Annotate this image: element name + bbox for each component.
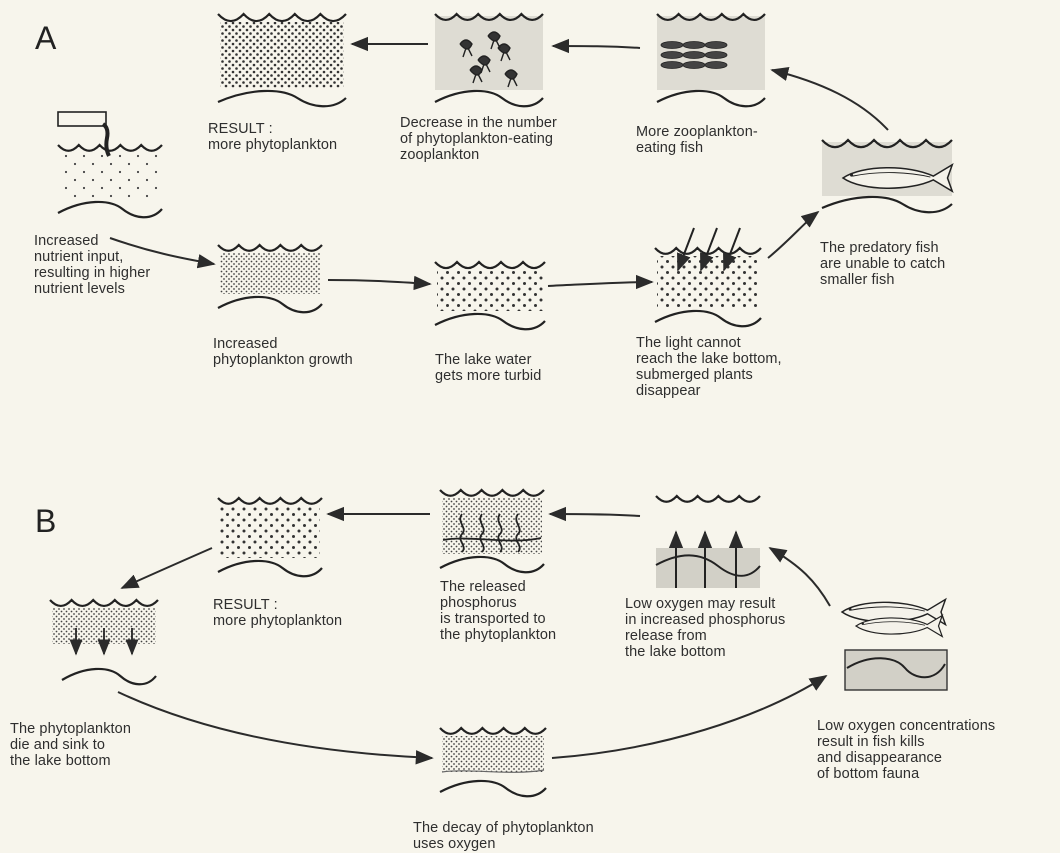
small-fish-4: [683, 52, 705, 59]
a-growth-cell-bottom: [218, 297, 322, 312]
a-small-fish-cell: [657, 14, 765, 106]
a-turbid-cell-bottom: [435, 314, 545, 329]
label-decay-uses-oxygen: The decay of phytoplankton uses oxygen: [413, 820, 594, 852]
b-result-cell-bottom: [218, 561, 322, 576]
a-small-fish-cell-bottom: [657, 91, 765, 106]
label-fish-kills: Low oxygen concentrations result in fish…: [817, 718, 995, 782]
label-predatory-fish: The predatory fish are unable to catch s…: [820, 240, 945, 288]
b-result-cell-surface: [218, 498, 322, 504]
a-light-cell-bottom: [655, 311, 761, 326]
arrow-a-light-to-predator: [768, 212, 818, 258]
b-bottom-fauna-cell: [845, 650, 947, 690]
dead-bottom-box: [845, 650, 947, 690]
a-result-cell: [218, 14, 346, 106]
arrow-b-result-to-sink: [122, 548, 212, 588]
small-fish-0: [661, 42, 683, 49]
arrow-b-decay-to-fishkill: [552, 676, 826, 758]
a-result-cell-surface: [218, 14, 346, 21]
a-turbid-cell: [435, 262, 545, 329]
small-fish-8: [705, 62, 727, 69]
panel-b-letter: B: [35, 503, 56, 540]
a-zooplankton-cell: [435, 14, 543, 106]
a-nutrient-cell: [58, 112, 162, 217]
label-phosphorus-release: Low oxygen may result in increased phosp…: [625, 596, 785, 660]
label-phytoplankton-growth: Increased phytoplankton growth: [213, 336, 353, 368]
arrow-a-growth-to-turbid: [328, 280, 430, 284]
label-result-b: RESULT : more phytoplankton: [213, 597, 342, 629]
label-turbid-water: The lake water gets more turbid: [435, 352, 541, 384]
b-released-cell-surface: [440, 490, 544, 496]
a-nutrient-cell-bottom: [58, 202, 162, 217]
small-fish-5: [705, 52, 727, 59]
a-light-cell-water: [657, 256, 759, 308]
label-decrease-zooplankton: Decrease in the number of phytoplankton-…: [400, 115, 557, 163]
small-fish-3: [661, 52, 683, 59]
arrow-b-sink-to-decay: [118, 692, 432, 758]
arrow-b-release-to-released: [550, 514, 640, 516]
b-sink-cell-bottom: [62, 669, 156, 684]
a-result-cell-water: [220, 22, 344, 88]
b-release-cell: [656, 496, 760, 588]
a-growth-cell-surface: [218, 245, 322, 251]
b-sink-cell: [50, 600, 158, 684]
small-fish-7: [683, 62, 705, 69]
label-nutrient-input: Increased nutrient input, resulting in h…: [34, 233, 150, 297]
a-turbid-cell-surface: [435, 262, 545, 268]
a-light-cell: [655, 228, 761, 326]
small-fish-6: [661, 62, 683, 69]
a-growth-cell: [218, 245, 322, 312]
panel-a-letter: A: [35, 20, 56, 57]
a-result-cell-bottom: [218, 91, 346, 106]
b-decay-cell-surface: [440, 728, 546, 734]
a-predator-cell-bottom: [822, 197, 952, 212]
b-decay-cell: [440, 728, 546, 796]
small-fish-2: [705, 42, 727, 49]
b-released-cell-water: [442, 498, 542, 554]
a-turbid-cell-water: [437, 270, 543, 311]
label-result-a: RESULT : more phytoplankton: [208, 121, 337, 153]
label-released-phosphorus: The released phosphorus is transported t…: [440, 579, 556, 643]
a-nutrient-cell-water: [60, 153, 160, 199]
arrow-a-predator-to-fish: [772, 70, 888, 130]
outflow-stream: [103, 124, 109, 156]
sediment-layer: [656, 548, 760, 588]
a-nutrient-cell-surface: [58, 145, 162, 151]
a-zooplankton-cell-bottom: [435, 91, 543, 106]
a-growth-cell-water: [220, 253, 320, 294]
b-release-cell-surface: [656, 496, 760, 502]
b-sink-cell-surface: [50, 600, 158, 606]
label-more-zooplankton-eating-fish: More zooplankton- eating fish: [636, 124, 758, 156]
b-released-cell: [440, 490, 544, 572]
b-released-cell-bottom: [440, 557, 544, 572]
label-die-and-sink: The phytoplankton die and sink to the la…: [10, 721, 131, 769]
b-result-cell-water: [220, 506, 320, 558]
arrow-a-turbid-to-light: [548, 282, 652, 286]
b-decay-cell-water: [442, 736, 544, 772]
outflow-pipe: [58, 112, 106, 126]
b-result-cell: [218, 498, 322, 576]
label-light-blocked: The light cannot reach the lake bottom, …: [636, 335, 782, 399]
arrow-a-fish-to-decrease: [553, 46, 640, 48]
small-fish-1: [683, 42, 705, 49]
b-decay-cell-bottom: [440, 781, 546, 796]
